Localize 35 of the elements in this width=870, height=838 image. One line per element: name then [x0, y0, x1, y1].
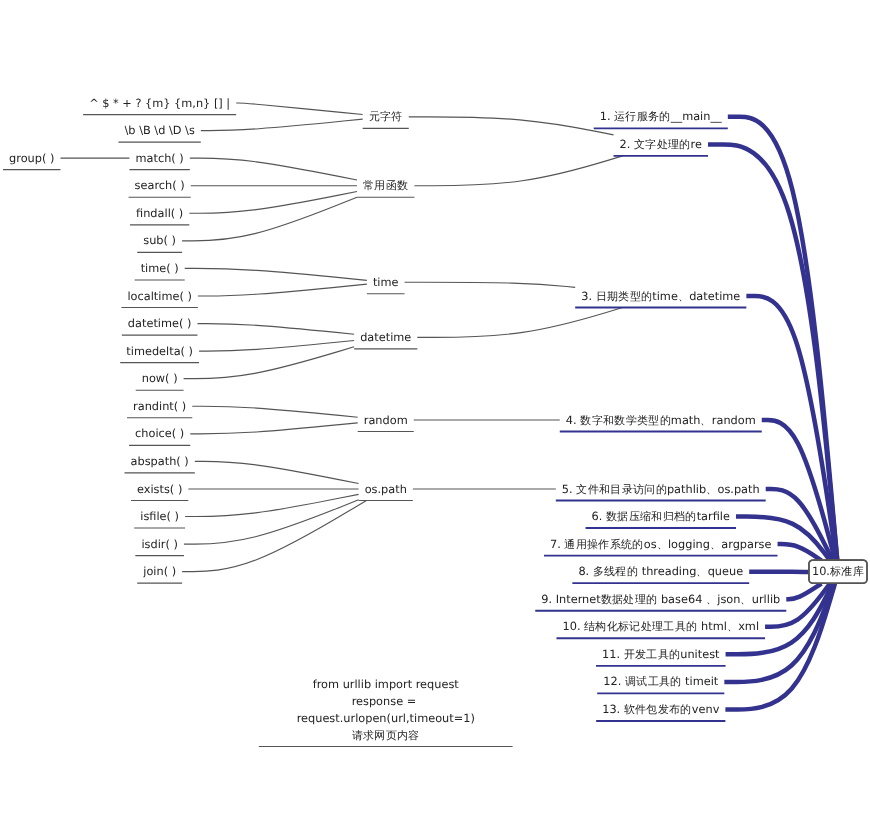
branch-line	[412, 488, 557, 490]
branch-line	[725, 582, 835, 657]
branch-line	[187, 488, 360, 490]
branch-line	[416, 306, 624, 338]
branch-line	[189, 422, 359, 435]
branch-line	[408, 116, 615, 136]
branch-line	[183, 346, 355, 380]
branch-line	[190, 185, 358, 187]
branch-line	[765, 582, 832, 630]
branch-line	[197, 283, 368, 297]
branch-line	[785, 581, 823, 602]
branch-line	[184, 267, 368, 281]
branch-line	[198, 339, 355, 352]
branch-line	[235, 102, 364, 116]
branch-line	[188, 190, 358, 214]
branch-line	[413, 155, 624, 187]
branch-line	[184, 493, 360, 518]
branch-line	[749, 569, 810, 575]
branch-line	[725, 582, 838, 712]
branch-line	[765, 486, 835, 562]
branch-line	[183, 499, 360, 545]
branch-line	[404, 281, 576, 288]
branch-line	[200, 118, 364, 132]
branch-line	[708, 142, 840, 561]
branch-line	[777, 541, 823, 563]
branch-line	[761, 417, 838, 562]
branch-line	[191, 405, 359, 418]
branch-line	[189, 157, 358, 181]
branch-line	[181, 196, 358, 242]
branch-line	[194, 460, 360, 485]
branch-line	[181, 499, 368, 573]
branch-line	[59, 157, 131, 159]
branch-line	[736, 514, 832, 562]
branch-line	[413, 419, 561, 421]
branch-line	[196, 323, 355, 335]
